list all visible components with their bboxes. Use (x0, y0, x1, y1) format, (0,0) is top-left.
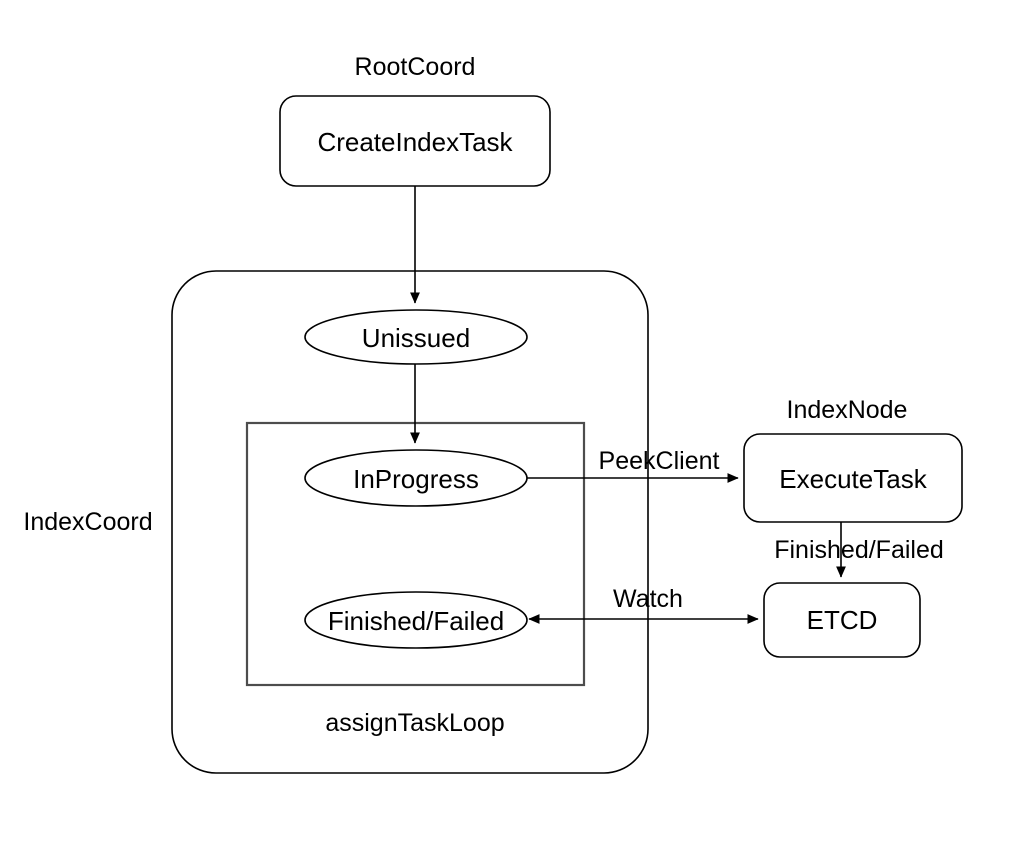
create-index-task-box[interactable] (279, 95, 551, 187)
indexcoord-boundary[interactable] (171, 270, 649, 774)
etcd-box[interactable] (763, 582, 921, 658)
node-etcd[interactable]: ETCD (763, 582, 921, 658)
node-in-progress[interactable]: InProgress (304, 449, 528, 507)
finished-failed-label: Finished/Failed (328, 606, 504, 636)
node-create-index-task[interactable]: CreateIndexTask (279, 95, 551, 187)
edge-label-finished-failed: Finished/Failed (774, 536, 944, 564)
finished-failed-ellipse[interactable] (304, 591, 528, 649)
group-label-indexnode: IndexNode (787, 396, 908, 424)
in-progress-ellipse[interactable] (304, 449, 528, 507)
group-label-assigntaskloop: assignTaskLoop (325, 709, 504, 737)
execute-task-box[interactable] (743, 433, 963, 523)
unissued-ellipse[interactable] (304, 309, 528, 365)
unissued-label: Unissued (362, 323, 470, 353)
edge-label-watch: Watch (613, 585, 683, 613)
node-finished-failed[interactable]: Finished/Failed (304, 591, 528, 649)
node-execute-task[interactable]: ExecuteTask (743, 433, 963, 523)
group-label-rootcoord: RootCoord (355, 53, 476, 81)
group-label-indexcoord: IndexCoord (23, 508, 152, 536)
group-indexcoord[interactable] (171, 270, 649, 774)
node-unissued[interactable]: Unissued (304, 309, 528, 365)
create-index-task-label: CreateIndexTask (317, 127, 513, 157)
etcd-label: ETCD (807, 605, 878, 635)
execute-task-label: ExecuteTask (779, 464, 927, 494)
edge-label-peekclient: PeekClient (599, 447, 720, 475)
in-progress-label: InProgress (353, 464, 479, 494)
